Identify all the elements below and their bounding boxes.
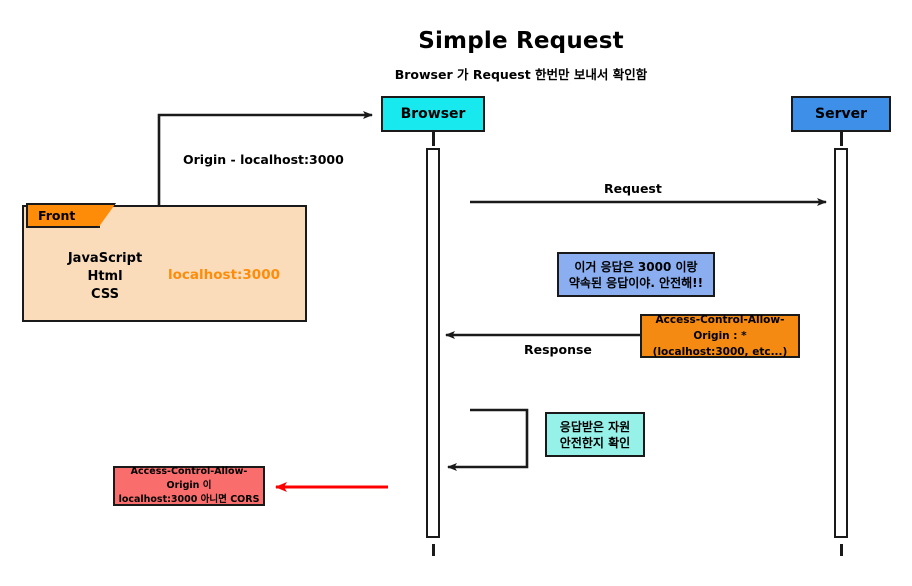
browser-lifeline-dash-bottom [432,544,435,556]
note-cors-header-text: Access-Control-Allow-Origin : * (localho… [652,314,788,358]
page-subtitle-text: Browser 가 Request 한번만 보내서 확인함 [394,67,648,82]
page-title: Simple Request [0,28,912,54]
actor-server-label: Server [814,106,867,122]
browser-lifeline-dash-top [432,132,435,146]
self-check-arrow [447,408,529,471]
front-component-tab: Front [26,203,100,228]
response-arrow-label: Response [524,342,592,357]
server-lifeline-dash-bottom [840,544,843,556]
front-tech-stack: JavaScript Html CSS [67,251,143,302]
note-cors-error-text: Access-Control-Allow-Origin 이 localhost:… [118,466,260,505]
browser-activation-bar [426,148,440,538]
note-cors-header: Access-Control-Allow-Origin : * (localho… [640,314,800,358]
server-lifeline-dash-top [840,132,843,146]
note-safe-response-text: 이거 응답은 3000 이랑 약속된 응답이야. 안전해!! [568,259,704,290]
front-origin-value: localhost:3000 [168,267,280,283]
origin-arrow-label: Origin - localhost:3000 [183,152,344,167]
server-activation-bar [834,148,848,538]
page-subtitle: Browser 가 Request 한번만 보내서 확인함 [0,64,912,83]
page-title-text: Simple Request [418,28,624,54]
actor-browser[interactable]: Browser [381,96,485,132]
note-safe-response: 이거 응답은 3000 이랑 약속된 응답이야. 안전해!! [557,252,715,297]
actor-server[interactable]: Server [791,96,891,132]
request-arrow-label: Request [604,181,662,196]
note-check-resource: 응답받은 자원 안전한지 확인 [545,412,645,457]
note-check-resource-text: 응답받은 자원 안전한지 확인 [559,419,631,450]
actor-browser-label: Browser [400,106,466,122]
note-cors-error: Access-Control-Allow-Origin 이 localhost:… [113,466,265,506]
front-component-tab-label: Front [38,208,76,223]
